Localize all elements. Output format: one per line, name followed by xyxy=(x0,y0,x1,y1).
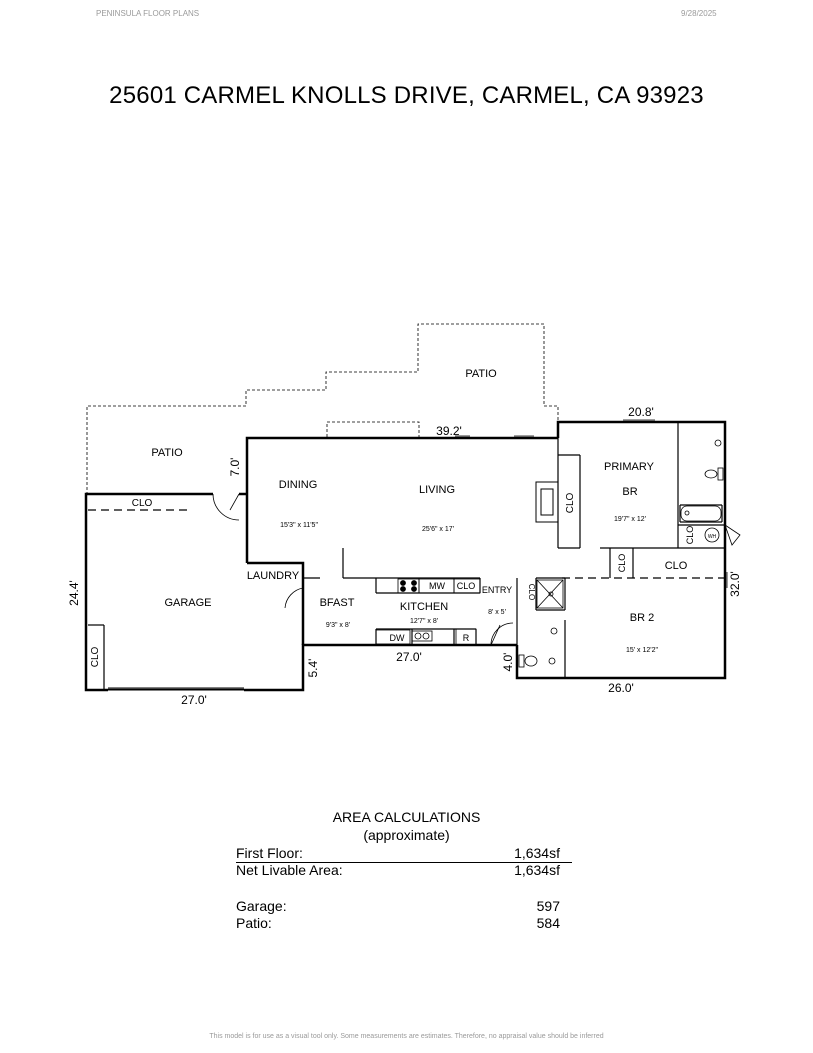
disclaimer-footer: This model is for use as a visual tool o… xyxy=(209,1033,604,1040)
exterior-walls xyxy=(84,420,727,692)
water-heater-label: WH xyxy=(708,534,717,540)
area-row-first-floor: First Floor: 1,634sf xyxy=(236,845,572,863)
dimension-label: 27.0' xyxy=(181,693,207,707)
kitchen-appliances xyxy=(375,578,481,646)
dining-dim: 15'3" x 11'5" xyxy=(280,522,318,529)
primary-label: PRIMARY xyxy=(604,461,655,473)
bfast-label: BFAST xyxy=(320,597,355,609)
dimension-label: 24.4' xyxy=(67,580,81,606)
fireplace-icon xyxy=(535,481,559,523)
area-row-value: 1,634sf xyxy=(514,845,560,861)
dimension-label: 7.0' xyxy=(228,458,242,477)
area-row-patio: Patio: 584 xyxy=(236,915,572,932)
area-row-value: 1,634sf xyxy=(514,862,560,878)
patio-outline xyxy=(86,323,559,495)
kitchen-label: KITCHEN xyxy=(400,601,448,613)
kitchen-dim: 12'7" x 8' xyxy=(410,618,438,625)
closet-label: CLO xyxy=(617,554,627,573)
entry-label: ENTRY xyxy=(482,585,512,595)
closet-label: CLO xyxy=(132,498,153,509)
refrigerator-label: R xyxy=(463,633,470,643)
dining-label: DINING xyxy=(279,479,318,491)
bfast-dim: 9'3" x 8' xyxy=(326,622,350,629)
dimension-label: 4.0' xyxy=(501,653,515,672)
area-row-label: Net Livable Area: xyxy=(236,862,343,878)
dimension-label: 27.0' xyxy=(396,650,422,664)
garage-label: GARAGE xyxy=(164,597,211,609)
dimension-label: 26.0' xyxy=(608,681,634,695)
patio-label: PATIO xyxy=(151,447,183,459)
company-header: PENINSULA FLOOR PLANS xyxy=(96,9,200,18)
date-header: 9/28/2025 xyxy=(681,9,717,18)
closet-label: CLO xyxy=(685,526,695,545)
closet-label: CLO xyxy=(565,492,576,513)
interior-walls xyxy=(88,422,725,690)
area-calculations: AREA CALCULATIONS (approximate) xyxy=(0,808,813,844)
closet-lines xyxy=(88,509,725,610)
area-row-label: Garage: xyxy=(236,898,287,914)
area-row-value: 597 xyxy=(536,898,560,914)
patio-label: PATIO xyxy=(465,368,497,380)
entry-dim: 8' x 5' xyxy=(488,609,506,616)
area-row-value: 584 xyxy=(536,915,560,931)
laundry-label: LAUNDRY xyxy=(247,570,300,582)
dishwasher-label: DW xyxy=(390,633,405,643)
door-swings xyxy=(212,493,741,646)
living-label: LIVING xyxy=(419,484,455,496)
area-subtitle: (approximate) xyxy=(363,827,450,843)
living-dim: 25'6" x 17' xyxy=(422,526,454,533)
microwave-label: MW xyxy=(429,581,445,591)
dimension-label: 5.4' xyxy=(306,659,320,678)
closet-label: CLO xyxy=(457,581,476,591)
closet-label: CLO xyxy=(665,560,688,572)
closet-label: CLO xyxy=(90,646,101,667)
area-row-label: Patio: xyxy=(236,915,272,931)
bathroom-fixtures xyxy=(518,439,724,668)
closet-label: CLO xyxy=(527,584,536,600)
dimension-label: 39.2' xyxy=(436,424,462,438)
area-row-net-livable: Net Livable Area: 1,634sf xyxy=(236,862,572,879)
window-marks xyxy=(455,419,728,588)
primary-dim: 19'7" x 12' xyxy=(614,516,646,523)
br2-dim: 15' x 12'2" xyxy=(626,647,659,654)
area-row-garage: Garage: 597 xyxy=(236,898,572,915)
area-title: AREA CALCULATIONS xyxy=(332,809,481,825)
garage-door xyxy=(108,687,244,692)
br2-label: BR 2 xyxy=(630,612,654,624)
dimension-label: 32.0' xyxy=(728,571,742,597)
primary-br-label: BR xyxy=(622,486,637,498)
area-row-label: First Floor: xyxy=(236,845,303,861)
page-title: 25601 CARMEL KNOLLS DRIVE, CARMEL, CA 93… xyxy=(109,82,704,109)
dimension-label: 20.8' xyxy=(628,405,654,419)
